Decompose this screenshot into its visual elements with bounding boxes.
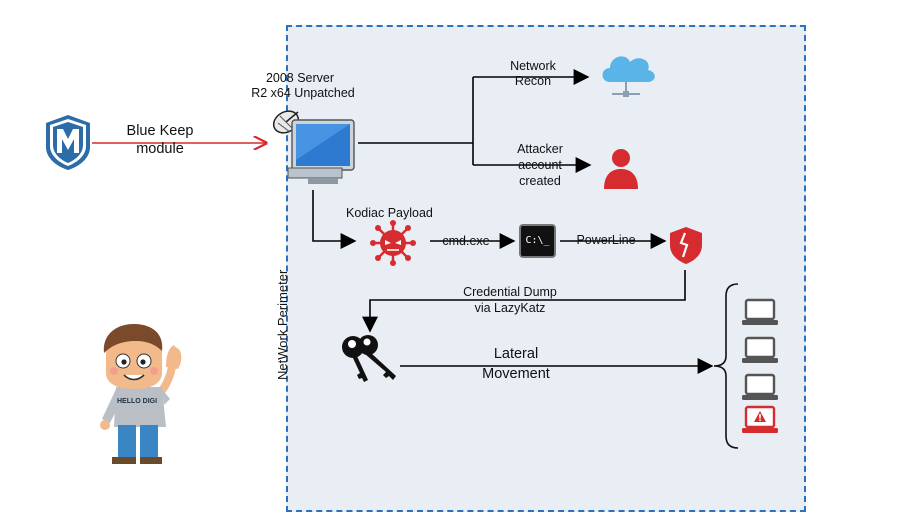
server-monitor-icon	[272, 110, 355, 184]
cmd-label: cmd.exe	[442, 234, 490, 248]
cred-label-2: via LazyKatz	[474, 301, 546, 315]
recon-label-2: Recon	[514, 74, 552, 88]
laptop-alert-icon	[742, 405, 778, 433]
network-perimeter	[286, 25, 806, 512]
payload-label: Kodiac Payload	[346, 206, 433, 220]
server-label-1: 2008 Server	[265, 71, 335, 85]
cred-label-1: Credential Dump	[463, 285, 557, 299]
broken-shield-icon	[670, 227, 702, 264]
laptop-icon	[742, 336, 778, 363]
laptop-icon	[742, 373, 778, 400]
mascot-character	[100, 323, 182, 464]
payload-arrow	[312, 190, 357, 249]
bluekeep-label-2: module	[136, 141, 184, 157]
recon-label-1: Network	[510, 59, 556, 73]
cred-dump-arrow	[362, 270, 686, 333]
server-label-2: R2 x64 Unpatched	[251, 86, 355, 100]
terminal-icon: C:\_	[519, 224, 556, 258]
server-branch-line	[358, 77, 474, 165]
account-label-2: account	[518, 158, 562, 172]
account-label-1: Attacker	[517, 142, 563, 156]
metasploit-shield-icon	[46, 115, 90, 170]
laptop-icon	[742, 298, 778, 325]
lateral-label-1: Lateral	[493, 346, 539, 362]
powerline-label: PowerLine	[576, 233, 636, 247]
keys-icon	[342, 335, 396, 382]
bluekeep-label-1: Blue Keep	[126, 123, 194, 139]
user-icon	[604, 149, 638, 189]
lateral-label-2: Movement	[482, 366, 550, 382]
targets-bracket	[713, 283, 739, 449]
account-label-3: created	[519, 174, 561, 188]
virus-icon	[370, 220, 416, 266]
cloud-network-icon	[602, 56, 655, 97]
mascot-shirt-text: HELLO DIGI	[116, 398, 158, 405]
